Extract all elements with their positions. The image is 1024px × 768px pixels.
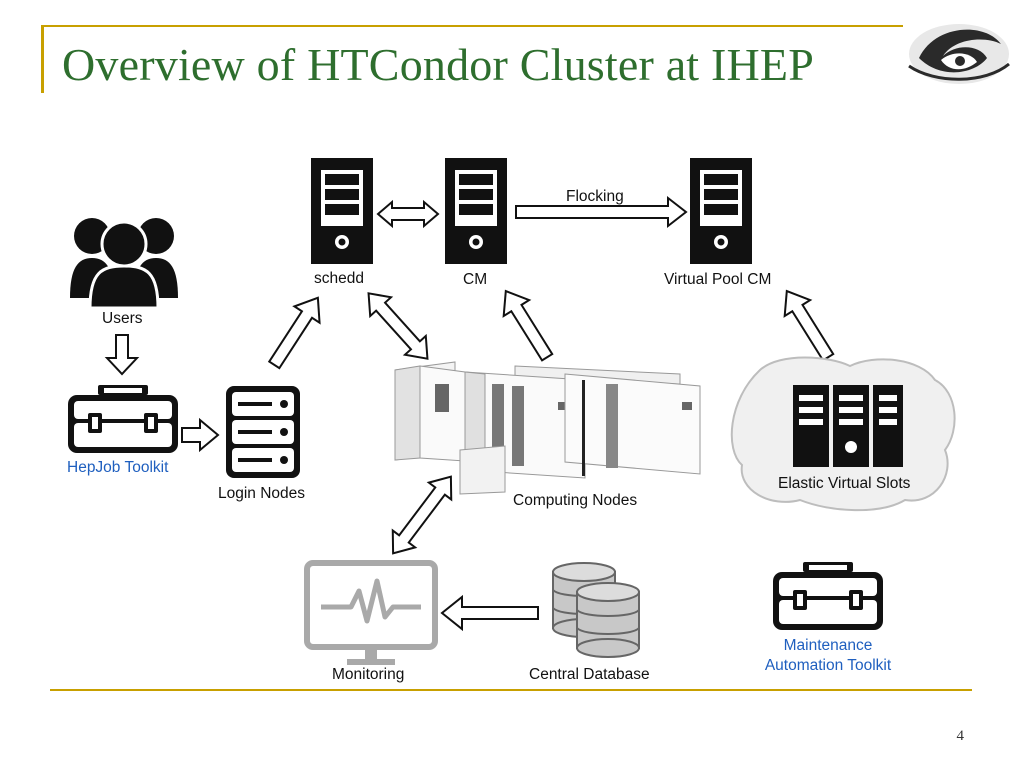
hepjob-toolkit-label: HepJob Toolkit xyxy=(67,459,169,476)
ihep-logo-icon xyxy=(908,24,1010,84)
computing-nodes-racks-icon xyxy=(394,361,701,495)
database-to-monitoring-arrow xyxy=(440,594,539,632)
page-number: 4 xyxy=(956,728,965,744)
elastic-virtual-servers-icon xyxy=(793,385,903,467)
computing-monitoring-double-arrow xyxy=(391,475,453,555)
hepjob-toolbox-icon xyxy=(68,385,178,453)
schedd-label: schedd xyxy=(314,270,364,287)
flocking-label: Flocking xyxy=(566,188,624,205)
login-nodes-label: Login Nodes xyxy=(218,485,306,502)
users-label: Users xyxy=(102,310,143,327)
bottom-rule xyxy=(50,689,972,691)
elastic-to-virtual-pool-arrow xyxy=(783,289,835,362)
central-database-icon xyxy=(552,562,640,658)
flocking-arrow xyxy=(515,195,688,229)
users-to-hepjob-arrow xyxy=(104,334,140,376)
schedd-computing-double-arrow xyxy=(367,292,429,360)
login-nodes-server-icon xyxy=(226,386,300,478)
top-rule xyxy=(41,25,903,27)
login-to-schedd-arrow xyxy=(267,296,321,370)
monitoring-monitor-icon xyxy=(304,560,438,665)
schedd-cm-double-arrow xyxy=(376,199,440,229)
maintenance-label-line1: Maintenance xyxy=(783,637,873,654)
maintenance-toolbox-icon xyxy=(773,562,883,630)
schedd-server-icon xyxy=(311,158,373,264)
computing-nodes-label: Computing Nodes xyxy=(513,492,638,509)
computing-to-cm-arrow xyxy=(502,289,554,362)
elastic-virtual-slots-label: Elastic Virtual Slots xyxy=(778,475,911,492)
users-icon xyxy=(70,218,178,310)
hepjob-to-login-arrow xyxy=(181,417,220,453)
virtual-pool-cm-server-icon xyxy=(690,158,752,264)
maintenance-toolkit-label: Maintenance Automation Toolkit xyxy=(748,636,908,676)
cm-server-icon xyxy=(445,158,507,264)
monitoring-label: Monitoring xyxy=(332,666,405,683)
maintenance-label-line2: Automation Toolkit xyxy=(764,657,892,674)
central-database-label: Central Database xyxy=(529,666,650,683)
title-accent-bar xyxy=(41,25,44,93)
slide-title: Overview of HTCondor Cluster at IHEP xyxy=(62,39,815,90)
virtual-pool-cm-label: Virtual Pool CM xyxy=(664,271,772,288)
cm-label: CM xyxy=(463,271,488,288)
